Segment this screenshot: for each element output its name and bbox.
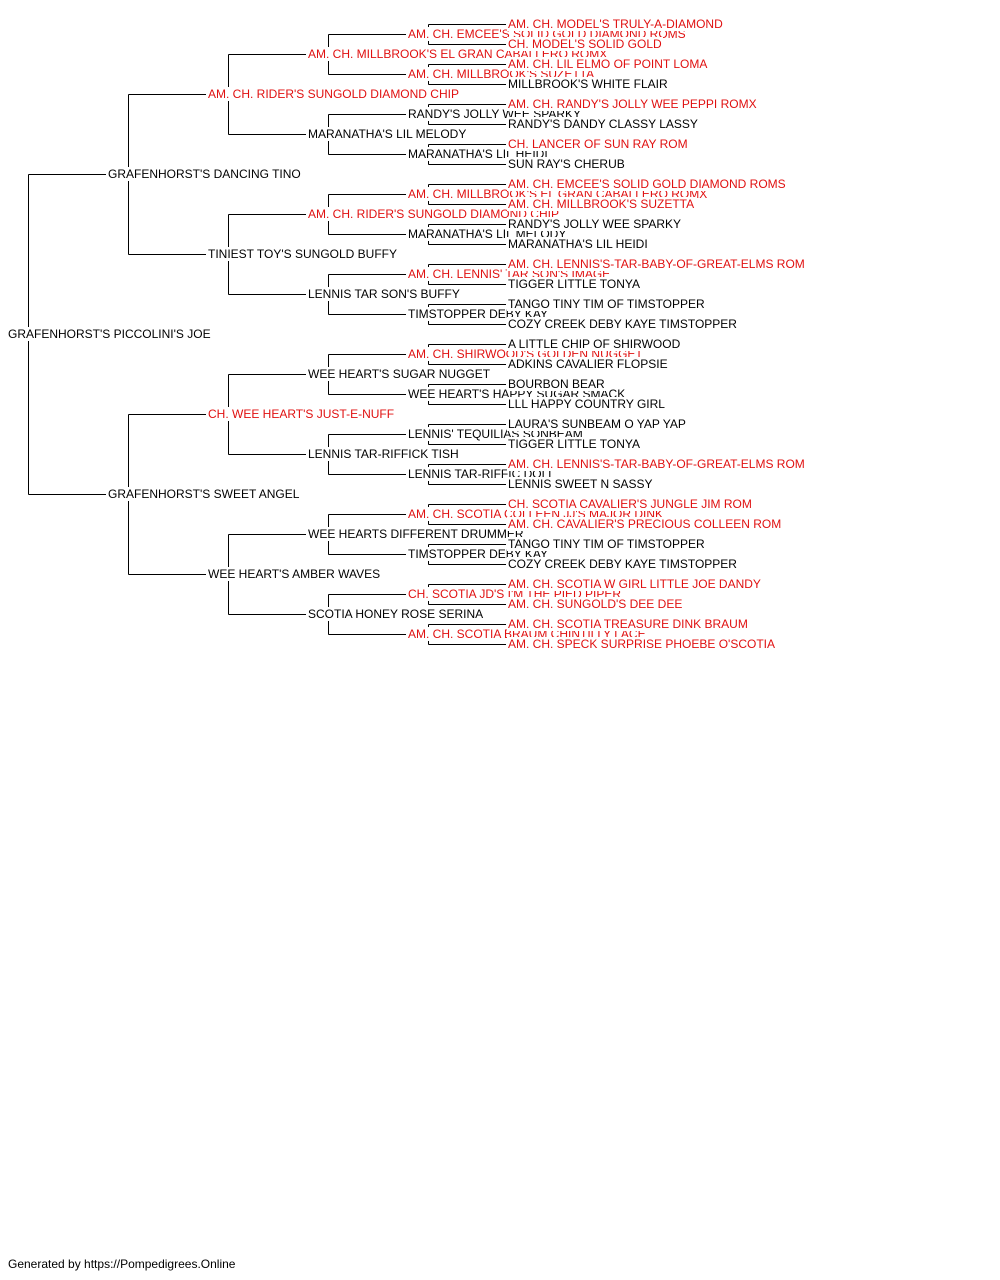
pedigree-dam-gen5: AM. CH. CAVALIER'S PRECIOUS COLLEEN ROM xyxy=(507,517,783,531)
pedigree-sire-gen5: AM. CH. SCOTIA TREASURE DINK BRAUM xyxy=(507,617,749,631)
pedigree-sire-gen5: AM. CH. LENNIS'S-TAR-BABY-OF-GREAT-ELMS … xyxy=(507,257,806,271)
pedigree-sire-gen5: BOURBON BEAR xyxy=(507,377,606,391)
pedigree-sire-gen5: AM. CH. EMCEE'S SOLID GOLD DIAMOND ROMS xyxy=(507,177,787,191)
pedigree-sire-gen5: RANDY'S JOLLY WEE SPARKY xyxy=(507,217,683,231)
pedigree-sire-gen5: AM. CH. SCOTIA W GIRL LITTLE JOE DANDY xyxy=(507,577,762,591)
pedigree-dam-gen5: MARANATHA'S LIL HEIDI xyxy=(507,237,649,251)
pedigree-dam-gen5: CH. MODEL'S SOLID GOLD xyxy=(507,37,663,51)
pedigree-sire-gen1: GRAFENHORST'S DANCING TINO xyxy=(107,167,302,181)
generated-by-footer: Generated by https://Pompedigrees.Online xyxy=(8,1257,236,1271)
pedigree-sire-gen5: TANGO TINY TIM OF TIMSTOPPER xyxy=(507,537,706,551)
pedigree-dam-gen5: SUN RAY'S CHERUB xyxy=(507,157,626,171)
pedigree-dam-gen5: RANDY'S DANDY CLASSY LASSY xyxy=(507,117,699,131)
pedigree-dam-gen2: WEE HEART'S AMBER WAVES xyxy=(207,567,382,581)
pedigree-sire-gen5: CH. LANCER OF SUN RAY ROM xyxy=(507,137,689,151)
pedigree-sire-gen5: AM. CH. LENNIS'S-TAR-BABY-OF-GREAT-ELMS … xyxy=(507,457,806,471)
pedigree-subject-gen0: GRAFENHORST'S PICCOLINI'S JOE xyxy=(7,327,212,341)
pedigree-sire-gen5: AM. CH. RANDY'S JOLLY WEE PEPPI ROMX xyxy=(507,97,758,111)
pedigree-dam-gen5: AM. CH. SUNGOLD'S DEE DEE xyxy=(507,597,684,611)
pedigree-sire-gen3: WEE HEART'S SUGAR NUGGET xyxy=(307,367,492,381)
pedigree-dam-gen3: LENNIS TAR-RIFFICK TISH xyxy=(307,447,460,461)
pedigree-dam-gen3: MARANATHA'S LIL MELODY xyxy=(307,127,468,141)
pedigree-dam-gen5: AM. CH. MILLBROOK'S SUZETTA xyxy=(507,197,696,211)
pedigree-dam-gen3: LENNIS TAR SON'S BUFFY xyxy=(307,287,461,301)
pedigree-dam-gen2: TINIEST TOY'S SUNGOLD BUFFY xyxy=(207,247,398,261)
pedigree-dam-gen5: MILLBROOK'S WHITE FLAIR xyxy=(507,77,669,91)
pedigree-sire-gen5: AM. CH. LIL ELMO OF POINT LOMA xyxy=(507,57,709,71)
pedigree-sire-gen3: AM. CH. RIDER'S SUNGOLD DIAMOND CHIP xyxy=(307,207,560,221)
pedigree-sire-gen2: AM. CH. RIDER'S SUNGOLD DIAMOND CHIP xyxy=(207,87,460,101)
pedigree-dam-gen5: AM. CH. SPECK SURPRISE PHOEBE O'SCOTIA xyxy=(507,637,777,651)
pedigree-sire-gen5: LAURA'S SUNBEAM O YAP YAP xyxy=(507,417,687,431)
pedigree-sire-gen5: A LITTLE CHIP OF SHIRWOOD xyxy=(507,337,682,351)
pedigree-dam-gen5: TIGGER LITTLE TONYA xyxy=(507,437,642,451)
pedigree-dam-gen5: ADKINS CAVALIER FLOPSIE xyxy=(507,357,669,371)
pedigree-dam-gen5: COZY CREEK DEBY KAYE TIMSTOPPER xyxy=(507,317,738,331)
pedigree-sire-gen2: CH. WEE HEART'S JUST-E-NUFF xyxy=(207,407,396,421)
pedigree-dam-gen5: COZY CREEK DEBY KAYE TIMSTOPPER xyxy=(507,557,738,571)
pedigree-sire-gen5: AM. CH. MODEL'S TRULY-A-DIAMOND xyxy=(507,17,724,31)
pedigree-sire-gen3: WEE HEARTS DIFFERENT DRUMMER xyxy=(307,527,525,541)
pedigree-dam-gen5: TIGGER LITTLE TONYA xyxy=(507,277,642,291)
pedigree-dam-gen5: LLL HAPPY COUNTRY GIRL xyxy=(507,397,666,411)
pedigree-sire-gen5: TANGO TINY TIM OF TIMSTOPPER xyxy=(507,297,706,311)
pedigree-dam-gen3: SCOTIA HONEY ROSE SERINA xyxy=(307,607,485,621)
pedigree-sire-gen5: CH. SCOTIA CAVALIER'S JUNGLE JIM ROM xyxy=(507,497,753,511)
pedigree-dam-gen1: GRAFENHORST'S SWEET ANGEL xyxy=(107,487,301,501)
pedigree-dam-gen5: LENNIS SWEET N SASSY xyxy=(507,477,654,491)
